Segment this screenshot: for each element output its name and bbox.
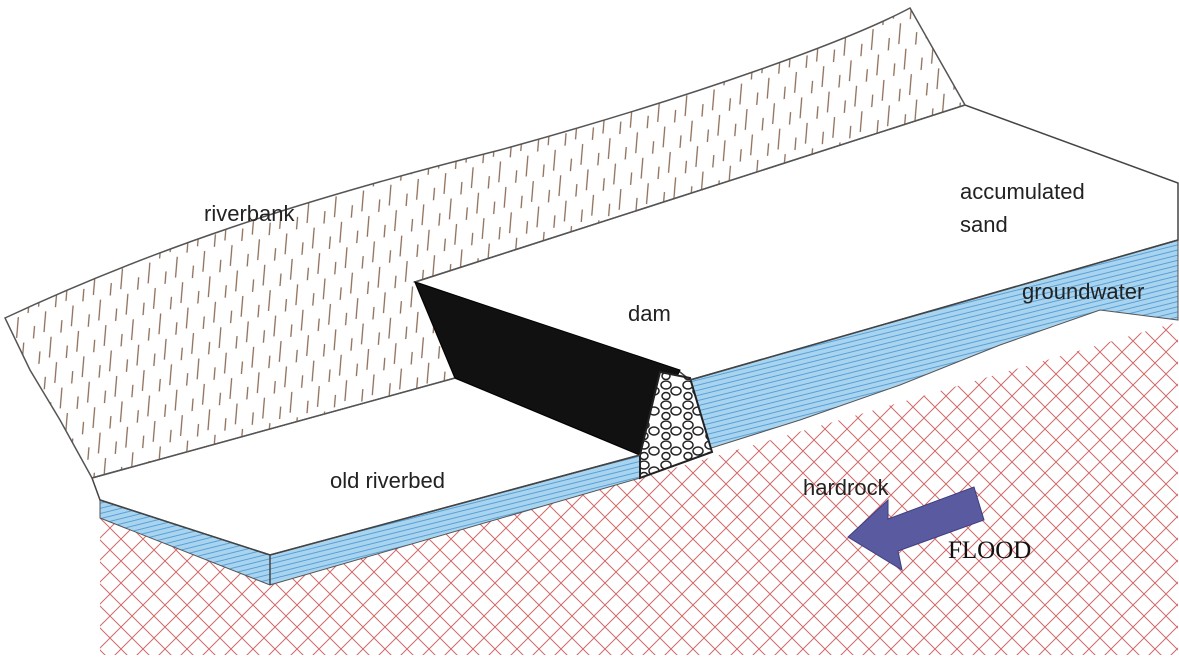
groundwater-layer-right (689, 239, 1179, 451)
riverbank-surface (3, 6, 967, 479)
accumulated-sand-label-line2: sand (960, 212, 1008, 237)
accumulated-sand-label-line1: accumulated (960, 179, 1085, 204)
front-edge-outline (99, 239, 1179, 585)
dam-gravel-core (639, 370, 714, 480)
riverbank-label: riverbank (204, 201, 295, 226)
groundwater-label: groundwater (1022, 279, 1144, 304)
hardrock-label: hardrock (803, 475, 890, 500)
hardrock-layer (100, 322, 1178, 655)
dam-label: dam (628, 301, 671, 326)
flood-label: FLOOD (948, 537, 1031, 564)
flood-arrow-icon (847, 486, 985, 572)
old-riverbed-label: old riverbed (330, 468, 445, 493)
